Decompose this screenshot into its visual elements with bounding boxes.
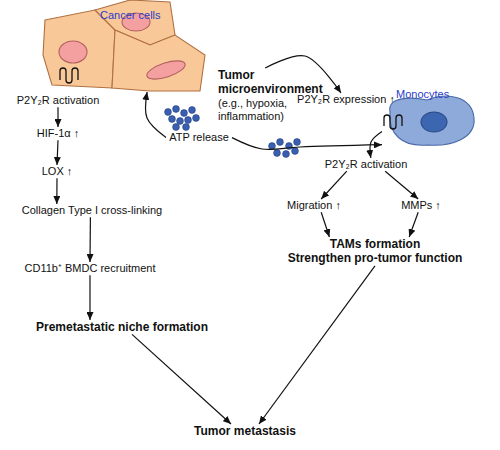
cell-nucleus <box>145 57 187 83</box>
atp-dot <box>193 115 200 122</box>
flow-arrow <box>146 92 166 138</box>
flow-step: TAMs formationStrengthen pro-tumor funct… <box>280 237 470 266</box>
step-text: HIF-1α ↑ <box>20 127 96 140</box>
flow-arrow <box>89 275 90 320</box>
flow-arrow <box>409 212 418 237</box>
atp-dot <box>283 151 290 158</box>
flow-step: P2Y₂R expression ↑ <box>296 93 396 106</box>
step-text: CD11b⁺ BMDC recruitment <box>15 262 165 275</box>
atp-dot <box>286 143 293 150</box>
atp-dot <box>169 116 176 123</box>
flow-arrow <box>232 138 382 150</box>
cell-illustration: Monocytes <box>382 82 477 148</box>
flow-step: P2Y₂R activation <box>318 158 414 171</box>
step-text: P2Y₂R activation <box>10 94 106 107</box>
cell-illustration: Cancer cells <box>40 0 210 92</box>
cell-nucleus <box>421 112 447 132</box>
atp-dot <box>181 110 188 117</box>
atp-dot <box>185 117 192 124</box>
flow-arrow <box>321 212 329 237</box>
flow-step: MMPs ↑ <box>393 199 449 212</box>
atp-dot <box>165 109 172 116</box>
atp-dot <box>277 139 284 146</box>
flow-arrow <box>385 171 418 199</box>
flow-arrow <box>57 140 58 165</box>
flow-step: Tumor metastasis <box>175 424 315 438</box>
cell-body <box>112 30 205 91</box>
step-text: MMPs ↑ <box>393 199 449 212</box>
step-text: TAMs formation <box>280 237 470 251</box>
atp-dot <box>292 148 299 155</box>
atp-dot <box>269 143 276 150</box>
flow-arrow <box>89 217 91 262</box>
atp-dot <box>183 124 190 131</box>
flow-arrow <box>132 334 231 424</box>
step-text: Migration ↑ <box>278 199 350 212</box>
flow-step: ATP release <box>166 131 232 144</box>
flow-step: Migration ↑ <box>278 199 350 212</box>
step-text: ATP release <box>166 131 232 144</box>
cell-label: Monocytes <box>396 88 449 101</box>
cell-nucleus <box>59 41 87 63</box>
cell-body <box>390 96 474 145</box>
flow-step: Premetastatic niche formation <box>22 320 222 334</box>
cell-label: Cancer cells <box>100 9 161 22</box>
step-text: Collagen Type I cross-linking <box>12 204 172 217</box>
flow-step: Collagen Type I cross-linking <box>12 204 172 217</box>
flow-arrow <box>370 132 382 159</box>
atp-dot <box>173 124 180 131</box>
step-text: Strengthen pro-tumor function <box>280 251 470 265</box>
flow-step: P2Y₂R activation <box>10 94 106 107</box>
flow-arrow <box>259 266 375 424</box>
flow-step: HIF-1α ↑ <box>20 127 96 140</box>
flow-step: CD11b⁺ BMDC recruitment <box>15 262 165 275</box>
step-text: P2Y₂R expression ↑ <box>296 93 396 106</box>
cell-body <box>43 10 115 88</box>
flow-arrow <box>56 178 57 204</box>
step-text: Premetastatic niche formation <box>22 320 222 334</box>
step-text: Tumor microenvironment <box>218 68 336 97</box>
flow-step: LOX ↑ <box>26 165 88 178</box>
atp-dot <box>274 150 281 157</box>
atp-dot <box>177 118 184 125</box>
atp-dot <box>189 107 196 114</box>
step-text: Tumor metastasis <box>175 424 315 438</box>
step-text: P2Y₂R activation <box>318 158 414 171</box>
step-text: LOX ↑ <box>26 165 88 178</box>
atp-dot <box>173 106 180 113</box>
flow-arrow <box>57 107 58 127</box>
flow-arrow <box>321 171 347 199</box>
atp-dot <box>294 139 301 146</box>
